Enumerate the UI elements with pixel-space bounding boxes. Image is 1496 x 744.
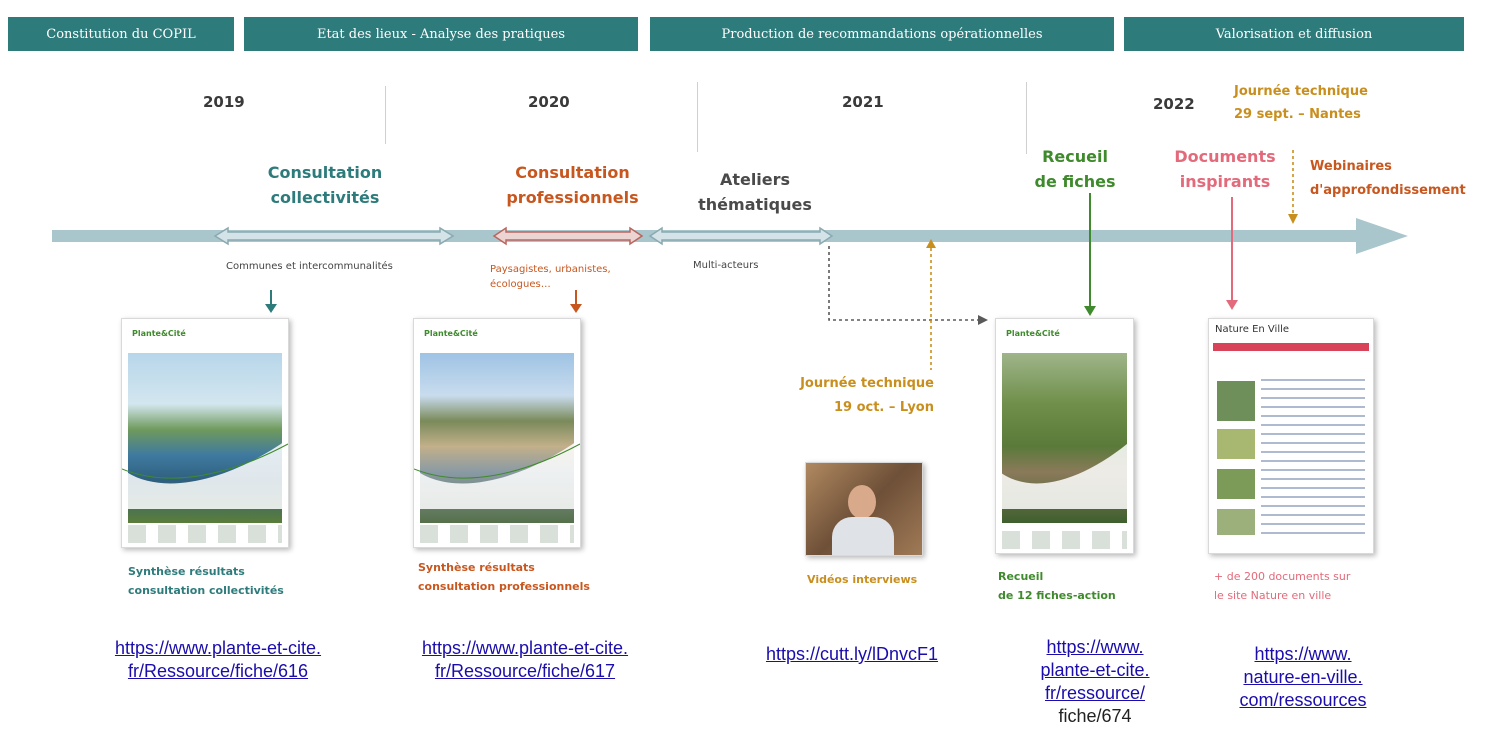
span-professionnels [492,226,644,246]
link-nature-en-ville[interactable]: https://www. nature-en-ville. com/ressou… [1239,644,1367,710]
link-fiche-674[interactable]: https://www. plante-et-cite. fr/ressourc… [1040,637,1150,703]
cover-leaf-shape [996,439,1133,509]
site-content-lines [1261,379,1365,539]
event-consultation-collectivites: Consultation collectivités [267,163,383,207]
sub-collectivites: Communes et intercommunalités [226,261,393,272]
site-title: Nature En Ville [1215,324,1290,335]
year-2019: 2019 [203,93,245,111]
year-separator [1026,82,1027,154]
brand-logo: Plante&Cité [1006,329,1060,338]
cover-partner-logos [128,525,282,543]
link-fiche-617[interactable]: https://www.plante-et-cite. fr/Ressource… [421,638,629,681]
cover-recueil-fiches[interactable]: Plante&Cité [995,318,1134,554]
site-thumb-2 [1217,469,1255,499]
connector-ateliers-recueil [828,246,980,321]
brand-logo: Plante&Cité [132,329,186,338]
year-2020: 2020 [528,93,570,111]
caption-synthese-professionnels: Synthèse résultats consultation professi… [418,561,590,593]
phase-copil: Constitution du COPIL [8,17,234,51]
phase-valorisation: Valorisation et diffusion [1124,17,1464,51]
span-collectivites [213,226,455,246]
site-thumb-1 [1217,429,1255,459]
site-nav-bar [1213,343,1369,351]
event-journee-lyon: Journée technique 19 oct. – Lyon [800,376,934,415]
year-separator [385,86,386,144]
phase-production: Production de recommandations opérationn… [650,17,1114,51]
link-fiche-674-tail: fiche/674 [1058,706,1132,726]
cover-leaf-shape [122,439,288,509]
site-map-block [1217,381,1255,421]
event-recueil-fiches: Recueil de fiches [1034,147,1116,191]
event-consultation-professionnels: Consultation professionnels [506,163,639,207]
link-fiche-616[interactable]: https://www.plante-et-cite. fr/Ressource… [114,638,322,681]
sub-professionnels: Paysagistes, urbanistes, écologues… [490,264,611,290]
link-cutt[interactable]: https://cutt.ly/lDnvcF1 [765,644,939,664]
year-2022: 2022 [1153,95,1195,113]
site-thumb-3 [1217,509,1255,535]
event-ateliers-thematiques: Ateliers thématiques [698,170,812,214]
timeline-arrowhead [1356,218,1408,254]
cover-partner-logos [1002,531,1127,549]
phase-etat-des-lieux: Etat des lieux - Analyse des pratiques [244,17,638,51]
event-documents-inspirants: Documents inspirants [1174,147,1276,191]
cover-partner-logos [420,525,574,543]
event-journee-nantes: Journée technique 29 sept. – Nantes [1234,84,1368,122]
sub-ateliers: Multi-acteurs [693,260,759,271]
cover-leaf-shape [414,439,580,509]
caption-synthese-collectivites: Synthèse résultats consultation collecti… [128,565,284,597]
cover-synthese-professionnels[interactable]: Plante&Cité [413,318,581,548]
caption-documents: + de 200 documents sur le site Nature en… [1214,570,1351,602]
video-interview-thumbnail[interactable] [805,462,923,556]
brand-logo: Plante&Cité [424,329,478,338]
cover-synthese-collectivites[interactable]: Plante&Cité [121,318,289,548]
event-webinaires: Webinaires d'approfondissement [1310,159,1466,198]
person-body [832,517,894,555]
year-separator [697,82,698,152]
website-nature-en-ville[interactable]: Nature En Ville [1208,318,1374,554]
year-2021: 2021 [842,93,884,111]
person-head [848,485,876,519]
span-ateliers [648,226,834,246]
caption-videos: Vidéos interviews [807,573,918,586]
caption-recueil: Recueil de 12 fiches-action [998,570,1116,602]
